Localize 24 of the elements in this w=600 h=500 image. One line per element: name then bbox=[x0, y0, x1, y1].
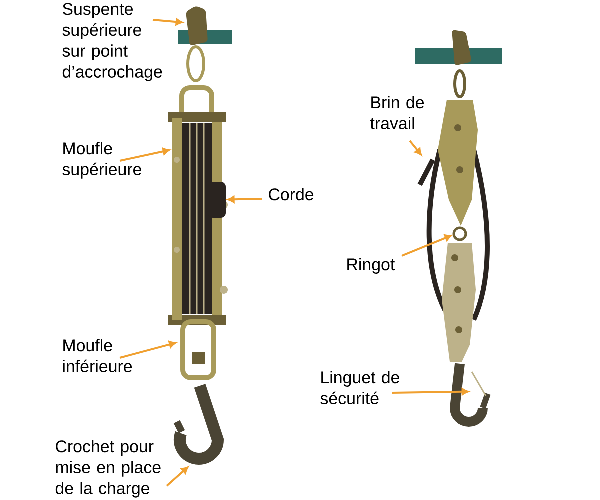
part-label: Suspente supérieure sur point d’accrochage bbox=[62, 3, 162, 82]
hook-drawing bbox=[186, 6, 208, 46]
latch-drawing bbox=[471, 372, 487, 396]
leader-line bbox=[120, 341, 176, 359]
part-label: Brin de travail bbox=[370, 96, 424, 130]
leader-line bbox=[409, 140, 422, 156]
leader-line bbox=[392, 388, 469, 396]
part-label: Crochet pour mise en place de la charge bbox=[56, 440, 161, 498]
part-label: Ringot bbox=[348, 258, 396, 274]
rope-end-drawing bbox=[418, 158, 436, 186]
part-label: Linguet de sécurité bbox=[320, 371, 400, 405]
part-label: Corde bbox=[269, 188, 314, 201]
leader-line bbox=[228, 196, 262, 204]
leader-line bbox=[120, 148, 170, 162]
shackle-drawing bbox=[180, 320, 216, 380]
hook-drawing bbox=[174, 384, 224, 465]
leader-line bbox=[166, 466, 189, 487]
part-label: Moufle inférieure bbox=[63, 339, 132, 373]
part-label: Moufle supérieure bbox=[62, 142, 142, 179]
leader-line bbox=[152, 18, 183, 26]
ring-drawing bbox=[452, 226, 468, 242]
rope-drawing bbox=[182, 123, 226, 314]
side-plate-drawing bbox=[172, 118, 182, 320]
leader-line bbox=[402, 234, 452, 257]
